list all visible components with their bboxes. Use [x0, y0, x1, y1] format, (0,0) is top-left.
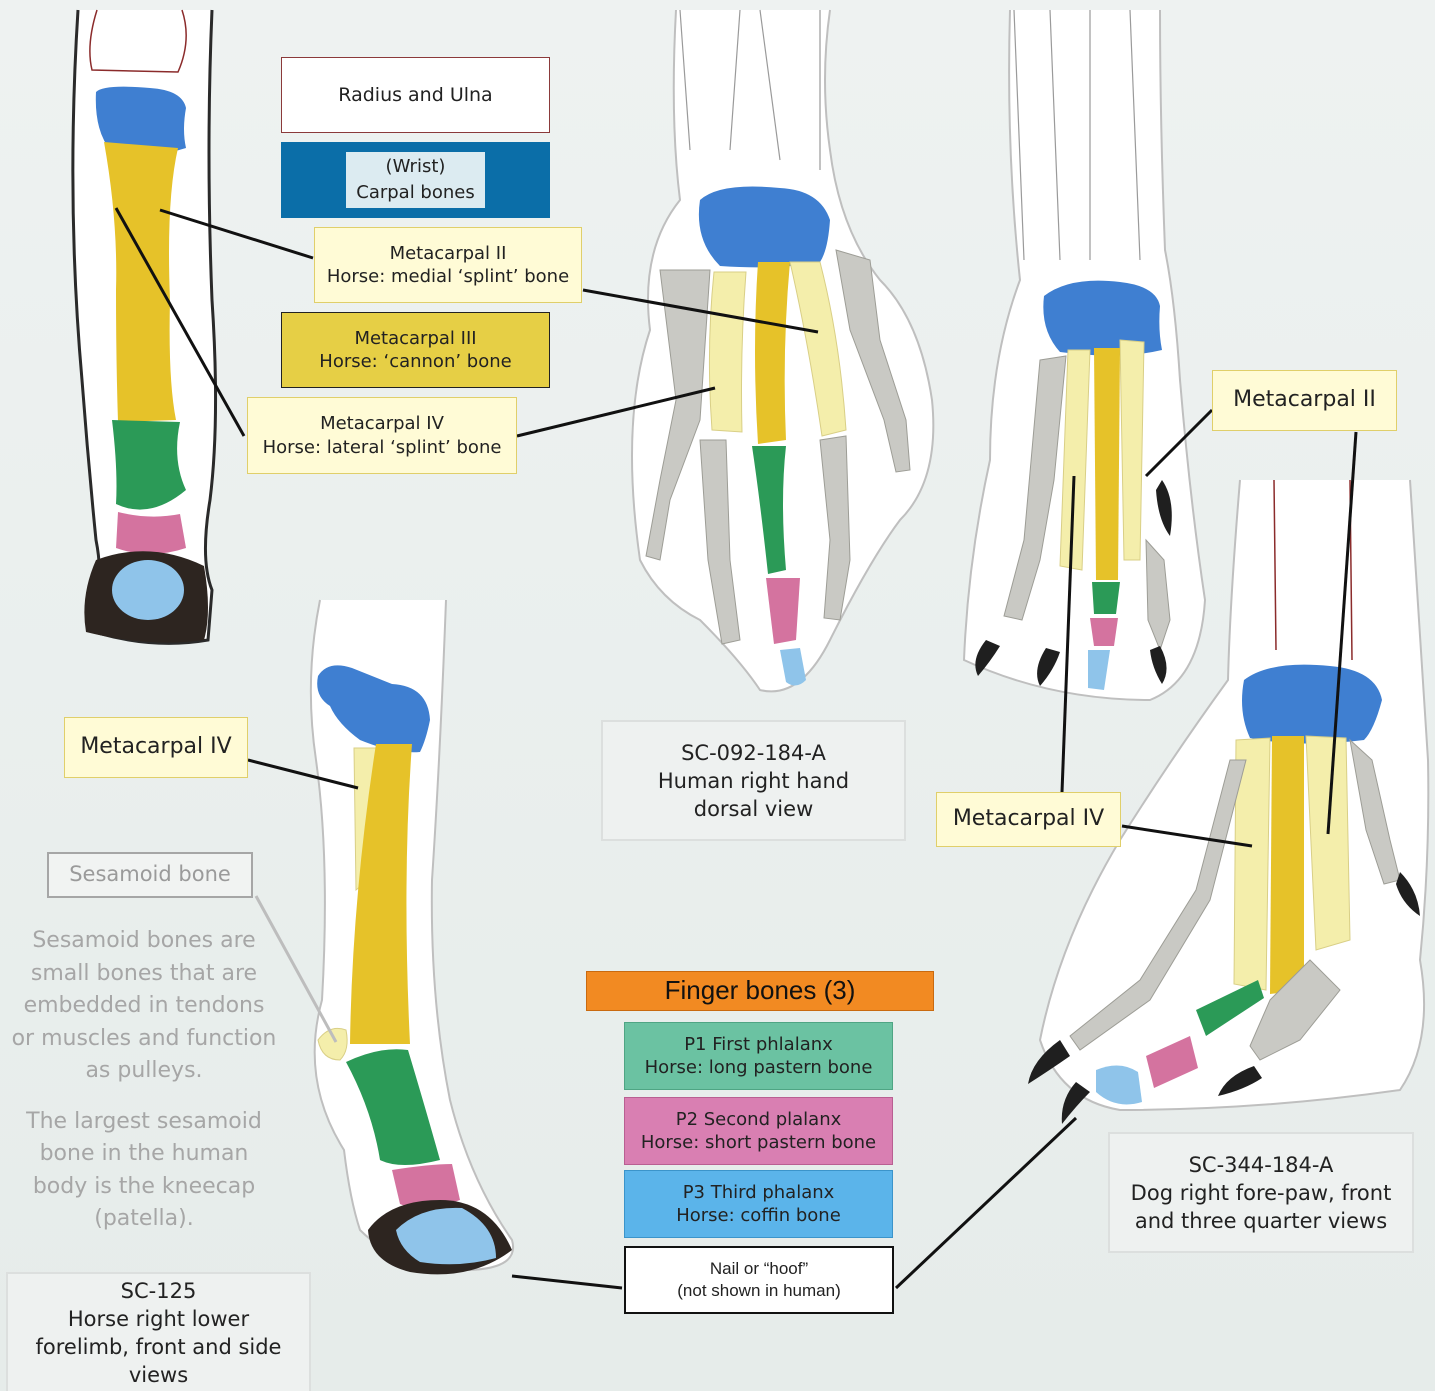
- horse-side-view: [311, 600, 513, 1274]
- sesamoid-note-line: (patella).: [4, 1203, 284, 1236]
- label-carpal-inner: (Wrist) Carpal bones: [346, 152, 484, 208]
- dog-side-mc3: [1270, 736, 1304, 994]
- human-carpals: [699, 187, 830, 268]
- label-p1: P1 First phlalanx Horse: long pastern bo…: [624, 1022, 893, 1090]
- caption-human-line1: SC-092-184-A: [603, 739, 904, 767]
- label-mc3-line1: Metacarpal III: [354, 327, 476, 350]
- horse-front-view: [73, 10, 216, 643]
- sesamoid-note-line: The largest sesamoid: [4, 1106, 284, 1139]
- sesamoid-note-line: small bones that are: [4, 958, 284, 991]
- dog-front-mc3: [1094, 348, 1120, 580]
- sesamoid-note-line: body is the kneecap: [4, 1171, 284, 1204]
- dog-front-p2: [1090, 618, 1118, 646]
- sesamoid-note-p1: Sesamoid bones are small bones that are …: [4, 925, 284, 1088]
- label-carpal-bones: (Wrist) Carpal bones: [281, 142, 550, 218]
- sesamoid-note: Sesamoid bones are small bones that are …: [4, 925, 284, 1236]
- label-mc4-line1: Metacarpal IV: [320, 412, 444, 435]
- caption-human-line3: dorsal view: [603, 795, 904, 823]
- caption-horse-line2: Horse right lower: [8, 1305, 309, 1333]
- sesamoid-note-line: embedded in tendons: [4, 990, 284, 1023]
- label-p2: P2 Second plalanx Horse: short pastern b…: [624, 1097, 893, 1165]
- caption-horse-line4: views: [8, 1361, 309, 1389]
- label-dog-mc2-text: Metacarpal II: [1233, 386, 1376, 415]
- caption-dog-paw: SC-344-184-A Dog right fore-paw, front a…: [1108, 1132, 1414, 1253]
- label-nail-hoof: Nail or “hoof” (not shown in human): [624, 1246, 894, 1314]
- label-p3-line1: P3 Third phalanx: [683, 1181, 835, 1204]
- human-mc3: [755, 262, 790, 444]
- label-mc2-line2: Horse: medial ‘splint’ bone: [327, 265, 569, 288]
- label-metacarpal-iii: Metacarpal III Horse: ‘cannon’ bone: [281, 312, 550, 388]
- caption-human-line2: Human right hand: [603, 767, 904, 795]
- label-mc2-line1: Metacarpal II: [390, 242, 507, 265]
- label-dog-mc4-text: Metacarpal IV: [953, 805, 1104, 834]
- label-nail-line1: Nail or “hoof”: [710, 1258, 808, 1280]
- label-nail-line2: (not shown in human): [677, 1280, 840, 1302]
- label-finger-title-text: Finger bones (3): [665, 974, 856, 1008]
- horse-front-p1: [112, 420, 186, 510]
- label-dog-metacarpal-ii: Metacarpal II: [1212, 370, 1397, 431]
- label-finger-bones-title: Finger bones (3): [586, 971, 934, 1011]
- sesamoid-note-line: as pulleys.: [4, 1055, 284, 1088]
- caption-horse-line1: SC-125: [8, 1277, 309, 1305]
- dog-front-p1: [1092, 582, 1120, 614]
- caption-dog-line2: Dog right fore-paw, front: [1110, 1179, 1412, 1207]
- horse-front-p3: [112, 560, 184, 620]
- sesamoid-note-line: bone in the human: [4, 1138, 284, 1171]
- label-p2-line1: P2 Second plalanx: [676, 1108, 842, 1131]
- label-p2-line2: Horse: short pastern bone: [641, 1131, 876, 1154]
- dog-side-carpals: [1242, 665, 1382, 744]
- sesamoid-note-p2: The largest sesamoid bone in the human b…: [4, 1106, 284, 1236]
- label-sesamoid-bone: Sesamoid bone: [47, 852, 253, 898]
- label-mc4-side-text: Metacarpal IV: [80, 733, 231, 762]
- label-mc4-line2: Horse: lateral ‘splint’ bone: [263, 436, 502, 459]
- label-carpal-line1: (Wrist): [356, 154, 474, 180]
- label-radius-ulna: Radius and Ulna: [281, 57, 550, 133]
- sesamoid-note-line: Sesamoid bones are: [4, 925, 284, 958]
- label-p1-line2: Horse: long pastern bone: [645, 1056, 873, 1079]
- label-carpal-line2: Carpal bones: [356, 180, 474, 206]
- caption-dog-line1: SC-344-184-A: [1110, 1151, 1412, 1179]
- horse-front-p2: [116, 512, 186, 554]
- label-metacarpal-iv: Metacarpal IV Horse: lateral ‘splint’ bo…: [247, 397, 517, 474]
- label-p3: P3 Third phalanx Horse: coffin bone: [624, 1170, 893, 1238]
- label-metacarpal-ii: Metacarpal II Horse: medial ‘splint’ bon…: [314, 227, 582, 303]
- label-p3-line2: Horse: coffin bone: [676, 1204, 841, 1227]
- caption-horse-line3: forelimb, front and side: [8, 1333, 309, 1361]
- label-metacarpal-iv-side: Metacarpal IV: [64, 717, 248, 778]
- label-mc3-line2: Horse: ‘cannon’ bone: [319, 350, 511, 373]
- caption-dog-line3: and three quarter views: [1110, 1207, 1412, 1235]
- human-hand-view: [632, 10, 933, 691]
- label-radius-ulna-text: Radius and Ulna: [338, 83, 492, 108]
- sesamoid-note-line: or muscles and function: [4, 1023, 284, 1056]
- label-dog-metacarpal-iv: Metacarpal IV: [936, 792, 1121, 847]
- caption-horse-forelimb: SC-125 Horse right lower forelimb, front…: [6, 1272, 311, 1391]
- leader-nail-dog: [896, 1118, 1076, 1288]
- label-sesamoid-text: Sesamoid bone: [69, 861, 231, 888]
- leader-nail-horse: [512, 1276, 622, 1288]
- caption-human-hand: SC-092-184-A Human right hand dorsal vie…: [601, 720, 906, 841]
- label-p1-line1: P1 First phlalanx: [684, 1033, 833, 1056]
- dog-front-view: [964, 10, 1205, 700]
- human-mc4: [709, 272, 746, 432]
